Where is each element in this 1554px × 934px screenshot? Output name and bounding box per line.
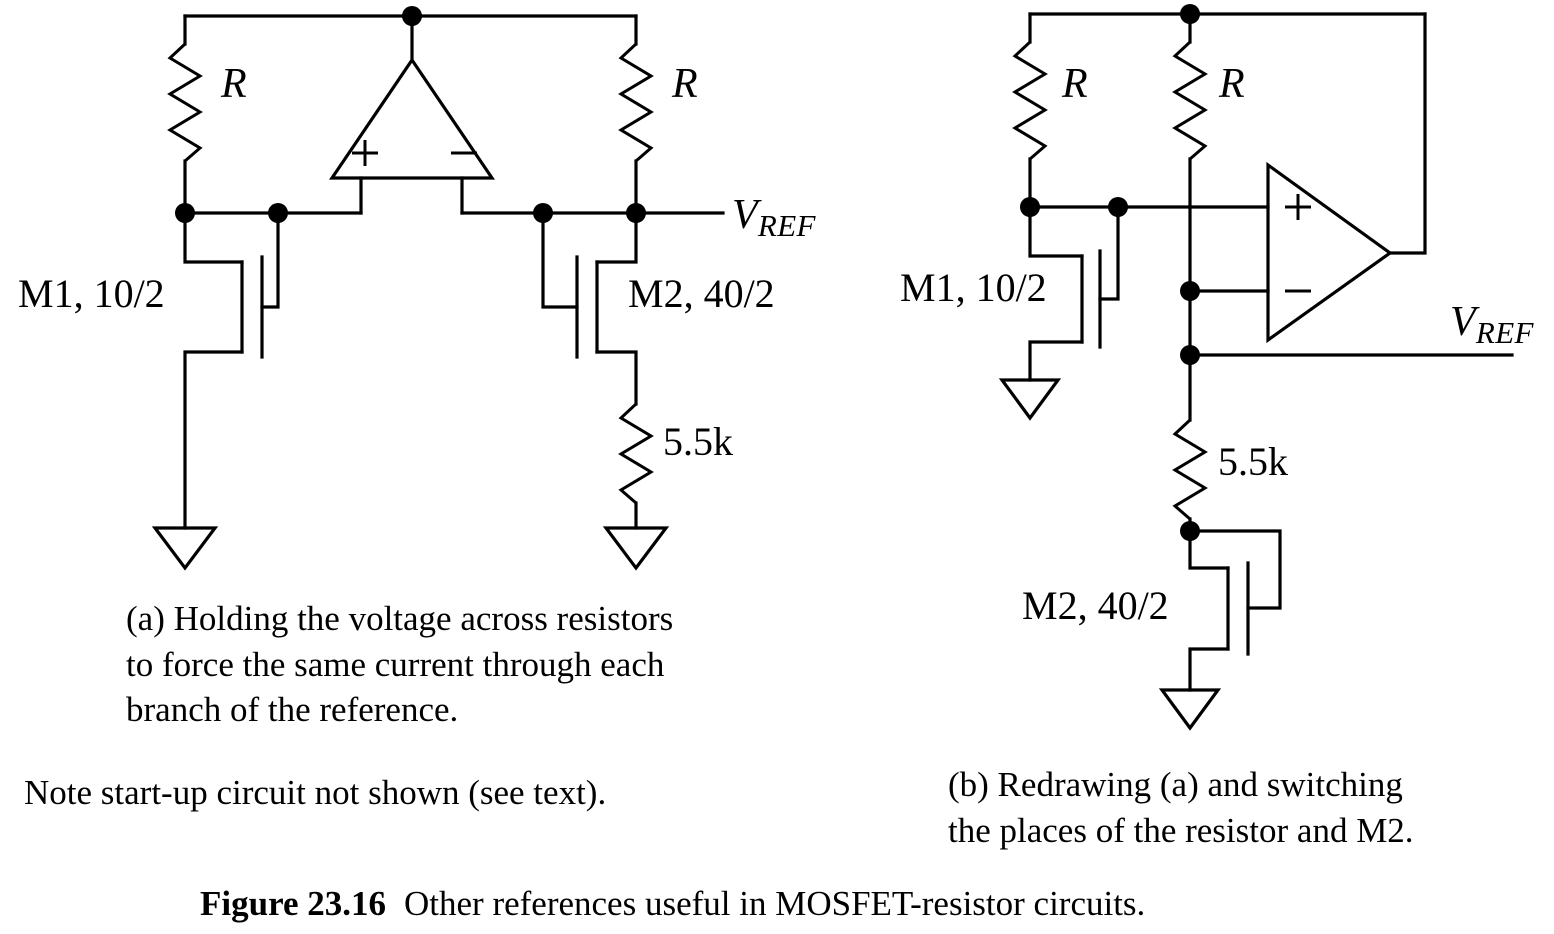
circuit-a-resistor-right bbox=[618, 14, 654, 214]
circuit-b-opamp bbox=[1188, 12, 1427, 344]
circuit-b-m2-transistor bbox=[1188, 529, 1282, 692]
circuit-a-resistor-left-label: R bbox=[221, 61, 247, 107]
circuit-b-caption: (b) Redrawing (a) and switching the plac… bbox=[948, 762, 1548, 853]
figure-caption: Figure 23.16 Other references useful in M… bbox=[200, 884, 1145, 924]
circuit-a-m1-transistor bbox=[183, 211, 280, 530]
circuit-a-node-dot-left-drain bbox=[175, 203, 195, 223]
circuit-b-group bbox=[998, 4, 1514, 731]
circuit-b-vref-symbol: V bbox=[1450, 299, 1476, 345]
circuit-b-m2-ground-icon bbox=[1158, 688, 1222, 731]
figure-number: Figure 23.16 bbox=[200, 884, 387, 923]
circuit-a-caption: (a) Holding the voltage across resistors… bbox=[126, 596, 826, 733]
circuit-a-m2-label: M2, 40/2 bbox=[628, 271, 775, 316]
circuit-b-node-dot-minus-input bbox=[1180, 281, 1200, 301]
circuit-b-node-dot-left-gate bbox=[1108, 197, 1128, 217]
circuit-a-group bbox=[151, 6, 725, 571]
circuit-a-vref-symbol: V bbox=[732, 192, 758, 238]
circuit-a-m2-transistor bbox=[541, 211, 638, 406]
circuit-a-node-dot-left-gate bbox=[268, 203, 288, 223]
circuit-b-node-dot-supply bbox=[1180, 4, 1200, 24]
circuit-a-caption-line-3: branch of the reference. bbox=[126, 690, 459, 729]
circuit-a-5k5-label: 5.5k bbox=[663, 419, 733, 464]
circuit-a-m1-label: M1, 10/2 bbox=[18, 271, 165, 316]
circuit-b-resistor-left bbox=[1012, 12, 1048, 209]
circuit-b-m1-ground-icon bbox=[998, 378, 1062, 421]
circuit-a-node-dot-right-drain bbox=[626, 203, 646, 223]
circuit-a-opamp bbox=[328, 14, 496, 215]
circuit-a-caption-line-1: (a) Holding the voltage across resistors bbox=[126, 599, 674, 638]
circuit-a-node-dot-right-gate bbox=[533, 203, 553, 223]
circuit-b-caption-line-1: (b) Redrawing (a) and switching bbox=[948, 765, 1403, 804]
circuit-a-vref-subscript: REF bbox=[757, 208, 816, 244]
circuit-b-resistor-5k5 bbox=[1172, 418, 1208, 533]
circuit-a-m1-ground-icon bbox=[151, 526, 219, 571]
circuit-a-resistor-5k5 bbox=[618, 402, 654, 530]
circuit-b-node-dot-left-drain bbox=[1020, 197, 1040, 217]
circuit-a-startup-note-text: Note start-up circuit not shown (see tex… bbox=[24, 773, 607, 812]
circuit-a-startup-note: Note start-up circuit not shown (see tex… bbox=[24, 770, 824, 816]
circuit-a-node-dot-supply bbox=[402, 6, 422, 26]
circuit-a-opamp-plus-icon bbox=[352, 140, 378, 166]
circuit-b-m1-label: M1, 10/2 bbox=[900, 265, 1047, 310]
figure-caption-text: Other references useful in MOSFET-resist… bbox=[404, 884, 1146, 923]
circuit-b-5k5-label: 5.5k bbox=[1218, 439, 1288, 484]
circuit-b-m1-transistor bbox=[1028, 205, 1120, 382]
circuit-b-caption-line-2: the places of the resistor and M2. bbox=[948, 810, 1414, 850]
circuit-a-m2-ground-icon bbox=[602, 526, 670, 571]
circuit-a-vref-label: VREF bbox=[732, 192, 816, 244]
circuit-b-node-dot-m2-drain bbox=[1180, 521, 1200, 541]
circuit-b-opamp-plus-icon bbox=[1285, 194, 1311, 220]
circuit-b-vref-subscript: REF bbox=[1475, 315, 1534, 351]
circuit-b-vref-label: VREF bbox=[1450, 299, 1534, 351]
circuit-b-m2-label: M2, 40/2 bbox=[1022, 583, 1169, 628]
circuit-b-resistor-left-label: R bbox=[1062, 61, 1088, 107]
circuit-a-resistor-right-label: R bbox=[672, 61, 698, 107]
circuit-b-node-dot-vref bbox=[1180, 345, 1200, 365]
circuit-b-resistor-mid-label: R bbox=[1219, 61, 1245, 107]
circuit-a-caption-line-2: to force the same current through each bbox=[126, 644, 665, 684]
circuit-a-resistor-left bbox=[167, 14, 203, 214]
